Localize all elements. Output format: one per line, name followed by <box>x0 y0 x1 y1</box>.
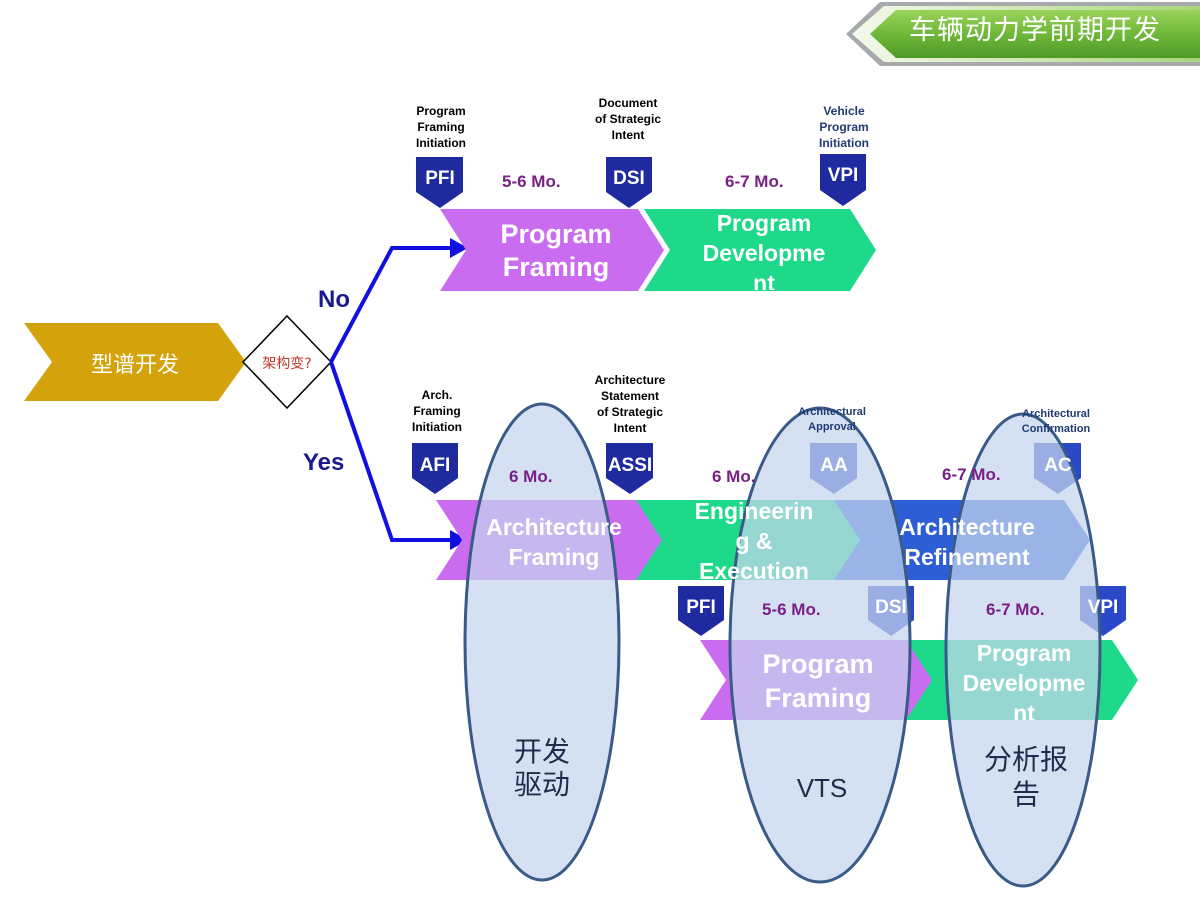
bottom-aa-code: AA <box>820 455 848 476</box>
top-vpi-desc: Vehicle Program Initiation <box>819 104 869 150</box>
sub-pfi-flag <box>678 586 724 636</box>
ellipse-development-drive <box>463 402 621 882</box>
top-pfi-code: PFI <box>425 168 455 189</box>
bottom-ac-code: AC <box>1044 455 1072 476</box>
sub-phase-program-development: Program Developme nt <box>962 640 1086 720</box>
ellipse-label-analysis-report: 分析报 告 <box>983 743 1068 811</box>
sub-duration-2: 6-7 Mo. <box>986 600 1045 619</box>
bottom-assi-code: ASSI <box>607 455 653 476</box>
header-banner <box>846 2 1200 66</box>
bottom-duration-2: 6 Mo. <box>712 467 756 486</box>
sub-phase-program-framing: Program Framing <box>762 649 874 713</box>
bottom-aa-desc: Architectural Approval <box>798 406 866 433</box>
top-dsi-flag <box>606 157 652 208</box>
top-duration-2: 6-7 Mo. <box>725 172 784 191</box>
bottom-ac-desc: Architectural Confirmation <box>1021 408 1091 435</box>
bottom-afi-desc: Arch. Framing Initiation <box>412 388 462 434</box>
no-branch-arrowhead <box>450 238 468 258</box>
top-pfi-flag <box>416 157 463 208</box>
sub-duration-1: 5-6 Mo. <box>762 600 821 619</box>
sub-vpi-code: VPI <box>1087 597 1119 618</box>
bottom-phase-architecture-refinement: Architecture Refinement <box>899 514 1035 570</box>
top-program-framing-chevron <box>440 209 664 291</box>
decision-diamond <box>241 314 333 410</box>
top-pfi-desc: Program Framing Initiation <box>416 104 466 150</box>
no-label: No <box>318 286 350 313</box>
branch-arrows <box>329 246 455 542</box>
top-vpi-flag <box>820 154 866 206</box>
bottom-duration-3: 6-7 Mo. <box>942 465 1001 484</box>
ellipse-label-vts: VTS <box>796 773 848 803</box>
ellipse-vts <box>728 406 912 884</box>
ellipse-analysis-report <box>944 412 1102 888</box>
bottom-duration-1: 6 Mo. <box>509 467 553 486</box>
bottom-phase-engineering-execution: Engineerin g & Execution <box>694 498 814 580</box>
sub-pfi-code: PFI <box>686 597 716 618</box>
bottom-afi-code: AFI <box>419 455 451 476</box>
top-duration-1: 5-6 Mo. <box>502 172 561 191</box>
top-vpi-code: VPI <box>827 165 859 186</box>
top-dsi-desc: Document of Strategic Intent <box>594 96 661 142</box>
bottom-afi-flag <box>412 443 458 494</box>
bottom-assi-desc: Architecture Statement of Strategic Inte… <box>594 373 666 435</box>
sub-dsi-code: DSI <box>875 597 907 618</box>
top-dsi-code: DSI <box>613 168 645 189</box>
start-chevron <box>24 323 246 401</box>
ellipse-label-development-drive: 开发 驱动 <box>513 735 570 801</box>
start-label: 型谱开发 <box>90 353 179 378</box>
top-phase-program-development: Program Developme nt <box>702 210 826 290</box>
yes-branch-arrowhead <box>450 530 468 550</box>
header-title: 车辆动力学前期开发 <box>909 15 1161 46</box>
yes-label: Yes <box>303 449 345 476</box>
top-program-development-chevron <box>644 209 876 291</box>
bottom-phase-architecture-framing: Architecture Framing <box>486 514 622 570</box>
decision-label: 架构变? <box>262 356 312 372</box>
top-phase-program-framing: Program Framing <box>500 219 612 282</box>
bottom-assi-flag <box>606 443 653 494</box>
